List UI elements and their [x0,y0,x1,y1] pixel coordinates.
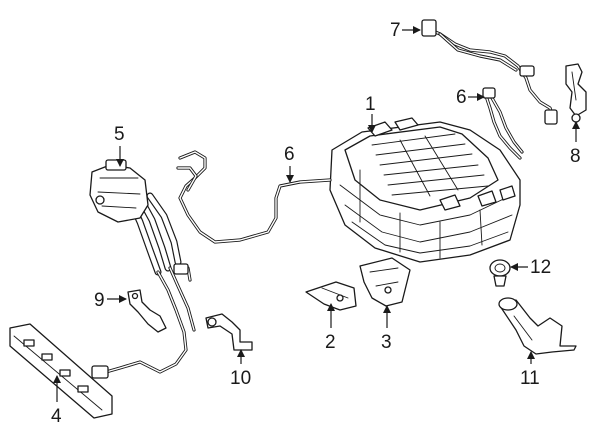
harness-6-left [176,150,332,244]
callout-6-left: 6 [284,144,295,183]
svg-text:5: 5 [114,124,125,145]
lower-harness [91,263,196,379]
svg-text:6: 6 [284,144,295,165]
battery-pack [329,117,521,263]
bracket-2 [305,281,357,311]
svg-text:7: 7 [390,20,401,41]
callout-1: 1 [365,94,376,133]
svg-text:11: 11 [520,368,540,389]
callout-9: 9 [94,290,127,311]
callout-7: 7 [390,20,421,41]
svg-text:3: 3 [381,332,392,353]
svg-text:10: 10 [230,368,251,389]
callout-4: 4 [51,375,62,427]
callout-11: 11 [520,351,540,389]
svg-text:4: 4 [51,406,62,427]
callout-2: 2 [325,303,336,353]
harness-7 [421,19,558,125]
callout-8: 8 [570,121,581,167]
callout-5: 5 [114,124,125,167]
callout-6-right: 6 [456,87,485,108]
bracket-9 [127,289,167,333]
svg-text:2: 2 [325,332,336,353]
svg-text:12: 12 [530,257,551,278]
grommet-12 [489,259,511,287]
callout-10: 10 [230,349,251,389]
callout-3: 3 [381,305,392,353]
svg-text:1: 1 [365,94,376,115]
svg-text:8: 8 [570,146,581,167]
harness-6-right [482,87,524,160]
bracket-10 [205,313,253,351]
duct-11 [498,297,577,355]
junction-box-5 [89,159,182,276]
bracket-3 [359,257,411,307]
bracket-8 [565,63,587,123]
svg-text:6: 6 [456,87,467,108]
svg-text:9: 9 [94,290,105,311]
rail-4 [9,323,113,419]
callout-12: 12 [510,257,551,278]
